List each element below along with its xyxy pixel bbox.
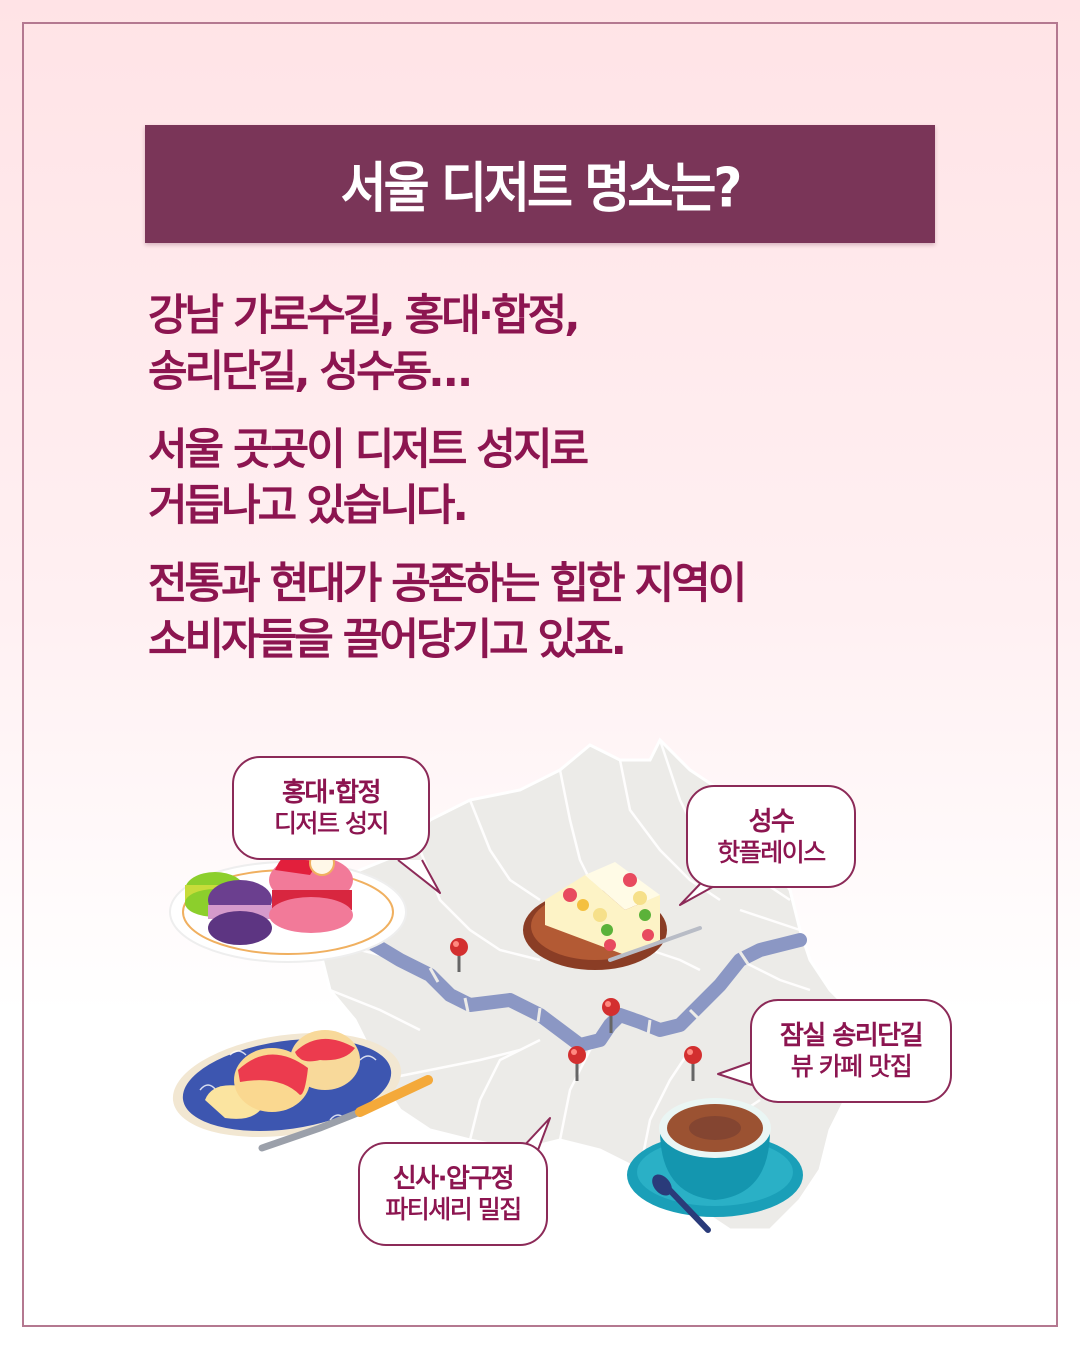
callout-subtitle: 핫플레이스 [717, 837, 827, 867]
map-pin [568, 1046, 586, 1081]
coffee-cup-illustration [627, 1098, 803, 1233]
text-line: 소비자들을 끌어당기고 있죠. [148, 615, 627, 665]
paragraph-3: 전통과 현대가 공존하는 힙한 지역이 소비자들을 끌어당기고 있죠. [148, 556, 908, 668]
paragraph-1: 강남 가로수길, 홍대·합정, 송리단길, 성수동… [148, 288, 908, 400]
text-line: 거듭나고 있습니다. [148, 481, 469, 531]
seoul-map-illustration: 홍대·합정 디저트 성지 성수 핫플레이스 잠실 송리단길 뷰 카페 맛집 신사… [0, 730, 1080, 1290]
callout-subtitle: 뷰 카페 맛집 [790, 1052, 913, 1082]
text-line: 서울 곳곳이 디저트 성지로 [148, 425, 589, 475]
callout-title: 홍대·합정 [281, 778, 382, 808]
fruit-sandwich-illustration [523, 862, 702, 970]
callout-subtitle: 파티세리 밀집 [385, 1195, 523, 1225]
text-line: 강남 가로수길, 홍대·합정, [148, 291, 581, 341]
macaron-plate-illustration [169, 850, 407, 963]
text-line: 전통과 현대가 공존하는 힙한 지역이 [148, 559, 747, 609]
title-banner: 서울 디저트 명소는? [145, 125, 935, 243]
callout-hongdae: 홍대·합정 디저트 성지 [232, 756, 430, 860]
scone-plate-illustration [172, 1030, 433, 1152]
page-title: 서울 디저트 명소는? [340, 157, 743, 220]
callout-sinsa: 신사·압구정 파티세리 밀집 [358, 1142, 548, 1246]
callout-title: 잠실 송리단길 [779, 1021, 924, 1051]
body-text: 강남 가로수길, 홍대·합정, 송리단길, 성수동… 서울 곳곳이 디저트 성지… [148, 288, 908, 690]
map-pin [602, 998, 620, 1033]
callout-seongsu: 성수 핫플레이스 [686, 785, 856, 888]
callout-title: 신사·압구정 [392, 1164, 515, 1194]
map-pin [684, 1046, 702, 1081]
callout-title: 성수 [748, 806, 795, 837]
callout-jamsil: 잠실 송리단길 뷰 카페 맛집 [750, 999, 952, 1103]
callout-subtitle: 디저트 성지 [274, 809, 390, 839]
paragraph-2: 서울 곳곳이 디저트 성지로 거듭나고 있습니다. [148, 422, 908, 534]
page-frame [22, 22, 1058, 1327]
text-line: 송리단길, 성수동… [148, 347, 472, 397]
map-pin [450, 938, 468, 972]
